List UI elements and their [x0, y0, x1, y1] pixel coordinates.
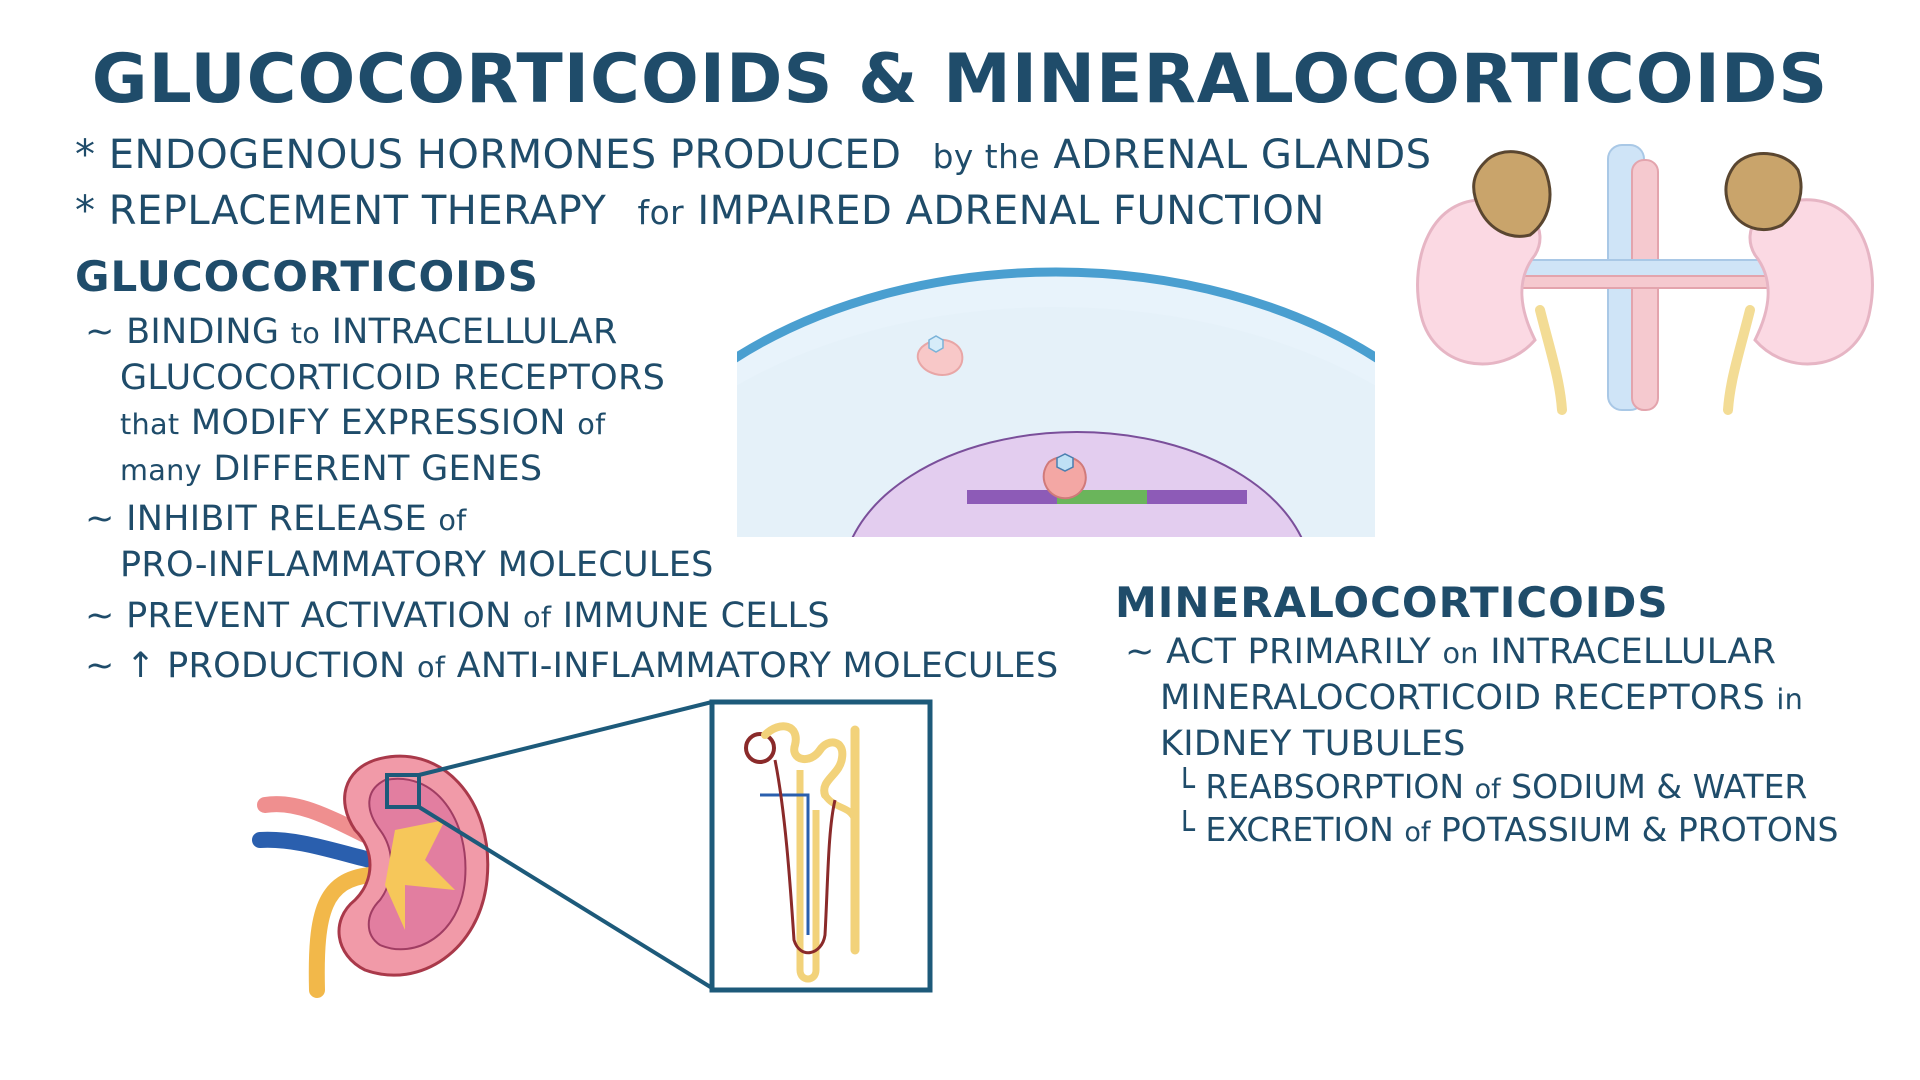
kidney-right	[1748, 198, 1874, 366]
text-fragment: ACT PRIMARILY	[1166, 632, 1432, 672]
intro-2-connector: for	[637, 194, 685, 232]
text-fragment: INHIBIT RELEASE	[126, 499, 427, 539]
text-fragment: to	[290, 316, 321, 350]
renal-pelvis	[385, 820, 455, 930]
text-fragment: on	[1442, 636, 1479, 670]
adrenal-kidney-illustration	[1416, 144, 1874, 415]
text-fragment: of	[416, 650, 446, 684]
gluco-point-2-line-1: ~ INHIBIT RELEASE of	[85, 497, 1059, 543]
glucocorticoids-heading: GLUCOCORTICOIDS	[75, 252, 539, 301]
ureter-left	[1535, 305, 1567, 415]
text-fragment: PRO-INFLAMMATORY MOLECULES	[120, 545, 714, 585]
text-fragment: INTRACELLULAR	[1490, 632, 1777, 672]
mineral-sub-1: └ REABSORPTION of SODIUM & WATER	[1125, 767, 1838, 810]
text-fragment: KIDNEY TUBULES	[1160, 724, 1466, 764]
text-fragment: of	[523, 600, 552, 634]
gluco-point-1-line-4: many DIFFERENT GENES	[85, 447, 1059, 493]
text-fragment: MINERALOCORTICOID RECEPTORS	[1160, 678, 1765, 718]
kidney-left	[1416, 198, 1542, 366]
point-marker: ~ ↑	[85, 646, 156, 686]
gluco-point-1-line-3: that MODIFY EXPRESSION of	[85, 401, 1059, 447]
cell-nucleus-illustration	[737, 267, 1375, 537]
text-fragment: that	[120, 407, 180, 441]
mineralocorticoids-points: ~ ACT PRIMARILY on INTRACELLULAR MINERAL…	[1125, 630, 1838, 853]
intro-2-lead: REPLACEMENT THERAPY	[108, 188, 607, 234]
text-fragment: POTASSIUM & PROTONS	[1440, 810, 1839, 849]
sub-marker: └	[1175, 810, 1195, 849]
loop-of-henle	[796, 770, 820, 983]
zoom-selection	[385, 773, 421, 809]
bullet-marker: *	[75, 188, 96, 234]
mineral-line-3: KIDNEY TUBULES	[1125, 722, 1838, 767]
adrenal-gland-right	[1724, 152, 1803, 231]
mineralocorticoids-heading: MINERALOCORTICOIDS	[1115, 578, 1669, 627]
ureter-vessel	[308, 867, 378, 998]
glomerulus	[744, 732, 776, 764]
text-fragment: BINDING	[126, 312, 280, 352]
text-fragment: of	[1404, 817, 1431, 848]
hormone-molecule	[1056, 453, 1074, 472]
gluco-point-2-line-2: PRO-INFLAMMATORY MOLECULES	[85, 543, 1059, 588]
vasa-recta-artery	[773, 759, 837, 954]
text-fragment: MODIFY EXPRESSION	[190, 403, 566, 443]
intro-1-connector: by the	[932, 138, 1041, 176]
intro-bullet-1: * ENDOGENOUS HORMONES PRODUCED by the AD…	[75, 132, 1432, 178]
distal-tubule	[822, 792, 859, 822]
point-marker: ~	[1125, 632, 1155, 672]
text-fragment: IMMUNE CELLS	[562, 596, 830, 636]
mineral-line-2: MINERALOCORTICOID RECEPTORS in	[1125, 676, 1838, 722]
point-marker: ~	[85, 312, 115, 352]
gluco-point-1-line-2: GLUCOCORTICOID RECEPTORS	[85, 356, 1059, 401]
point-marker: ~	[85, 596, 115, 636]
text-fragment: INTRACELLULAR	[331, 312, 618, 352]
hormone-molecule-free	[928, 335, 944, 353]
text-fragment: of	[1474, 774, 1501, 805]
ureter-right	[1723, 305, 1755, 415]
nephron-illustration	[709, 699, 933, 993]
text-fragment: DIFFERENT GENES	[213, 449, 543, 489]
gluco-point-1-line-1: ~ BINDING to INTRACELLULAR	[85, 310, 1059, 356]
intro-2-tail: IMPAIRED ADRENAL FUNCTION	[697, 188, 1325, 234]
adrenal-gland-left	[1472, 150, 1552, 238]
text-fragment: of	[577, 407, 606, 441]
proximal-tubule	[761, 722, 847, 799]
zoom-line-top	[418, 700, 713, 777]
zoom-line-bottom	[417, 805, 714, 990]
text-fragment: many	[120, 453, 202, 487]
text-fragment: GLUCOCORTICOID RECEPTORS	[120, 358, 666, 398]
gluco-point-3-line-1: ~ PREVENT ACTIVATION of IMMUNE CELLS	[85, 594, 1059, 640]
sub-marker: └	[1175, 767, 1195, 806]
gluco-point-4-line-1: ~ ↑ PRODUCTION of ANTI-INFLAMMATORY MOLE…	[85, 644, 1059, 690]
point-marker: ~	[85, 499, 115, 539]
renal-vein-vessel	[252, 831, 378, 868]
text-fragment: SODIUM & WATER	[1511, 767, 1808, 806]
mineral-line-1: ~ ACT PRIMARILY on INTRACELLULAR	[1125, 630, 1838, 676]
intro-bullet-2: * REPLACEMENT THERAPY for IMPAIRED ADREN…	[75, 188, 1325, 234]
text-fragment: in	[1776, 682, 1804, 716]
text-fragment: ANTI-INFLAMMATORY MOLECULES	[456, 646, 1059, 686]
intro-1-tail: ADRENAL GLANDS	[1053, 132, 1432, 178]
text-fragment: PRODUCTION	[167, 646, 406, 686]
intro-1-lead: ENDOGENOUS HORMONES PRODUCED	[108, 132, 902, 178]
vasa-recta-vein	[760, 793, 810, 935]
text-fragment: EXCRETION	[1205, 810, 1394, 849]
text-fragment: REABSORPTION	[1205, 767, 1465, 806]
bullet-marker: *	[75, 132, 96, 178]
glucocorticoids-points: ~ BINDING to INTRACELLULAR GLUCOCORTICOI…	[85, 310, 1059, 690]
page-title: GLUCOCORTICOIDS & MINERALOCORTICOIDS	[91, 40, 1829, 119]
text-fragment: PREVENT ACTIVATION	[126, 596, 512, 636]
mineral-sub-2: └ EXCRETION of POTASSIUM & PROTONS	[1125, 810, 1838, 853]
text-fragment: of	[438, 503, 467, 537]
